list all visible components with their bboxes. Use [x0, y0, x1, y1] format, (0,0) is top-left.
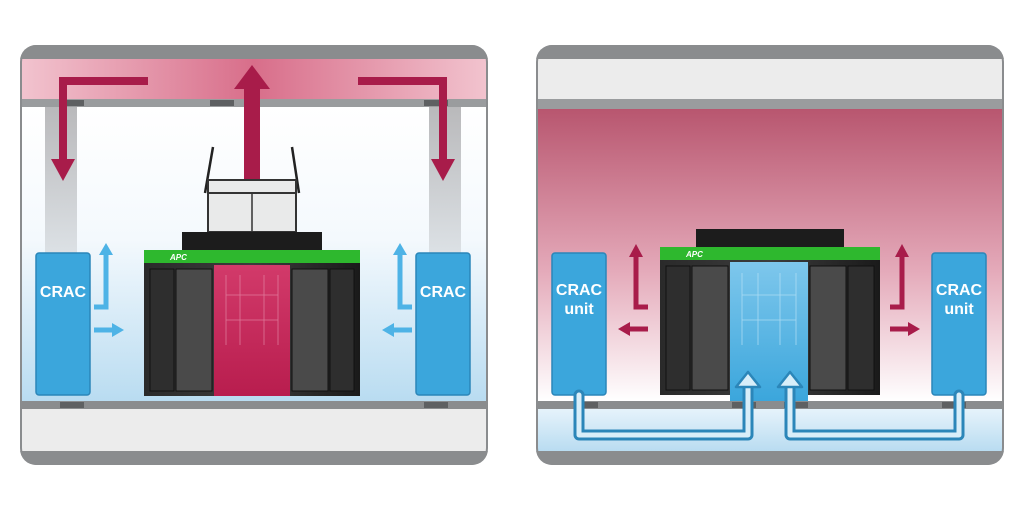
subfloor: [20, 409, 488, 451]
hot-air-arrow-right: [431, 159, 455, 181]
crac-unit-right: [415, 252, 471, 396]
crac-unit-label-right: CRAC unit: [935, 282, 983, 318]
hot-aisle-containment-panel: APC: [20, 45, 488, 465]
hot-air-arrow-right-out: [908, 322, 920, 336]
bottom-frame: [20, 451, 488, 465]
hot-aisle: [214, 265, 290, 396]
crac-unit-label-left: CRAC unit: [555, 282, 603, 318]
underfloor-supply-right: [784, 379, 965, 441]
cold-air-flow-right: [392, 253, 412, 333]
cold-air-arrow-right-up: [393, 243, 407, 255]
hot-air-arrow-left-up: [629, 244, 643, 257]
cold-air-arrow-right-left: [382, 323, 394, 337]
hot-air-arrow-left: [51, 159, 75, 181]
bottom-frame: [536, 451, 1004, 465]
hot-air-flow-left: [59, 77, 148, 163]
top-frame: [20, 45, 488, 59]
hot-air-arrow-left-out: [618, 322, 630, 336]
supply-arrow-left: [734, 370, 762, 389]
hot-air-arrow-up: [234, 65, 270, 89]
cold-air-arrow-left-right: [112, 323, 124, 337]
rack-green-trim: [660, 247, 880, 260]
crac-label-left: CRAC: [39, 284, 87, 301]
underfloor-supply-left: [573, 379, 754, 441]
ceiling-tile: [536, 99, 1004, 109]
svg-text:APC: APC: [685, 250, 703, 259]
crac-unit-right: [931, 252, 987, 396]
crac-label-right: CRAC: [419, 284, 467, 301]
floor-line: [20, 401, 488, 409]
cold-aisle-diagram: APC: [536, 45, 1004, 465]
hot-air-riser: [244, 85, 260, 179]
hot-air-arrow-right-up: [895, 244, 909, 257]
cold-air-flow-left: [94, 253, 114, 333]
rack-green-trim: [144, 250, 360, 263]
floor-line: [536, 401, 1004, 409]
hot-air-exhaust-right: [890, 255, 910, 332]
crac-unit-left: [35, 252, 91, 396]
hot-air-flow-right: [358, 77, 447, 163]
svg-text:APC: APC: [169, 253, 187, 262]
ceiling-void: [536, 59, 1004, 99]
cold-air-arrow-left-up: [99, 243, 113, 255]
hot-air-exhaust-left: [628, 255, 648, 332]
top-frame: [536, 45, 1004, 59]
crac-unit-left: [551, 252, 607, 396]
supply-arrow-right: [776, 370, 804, 389]
hot-aisle-diagram: APC: [20, 45, 488, 465]
cold-aisle-containment-panel: APC: [536, 45, 1004, 465]
